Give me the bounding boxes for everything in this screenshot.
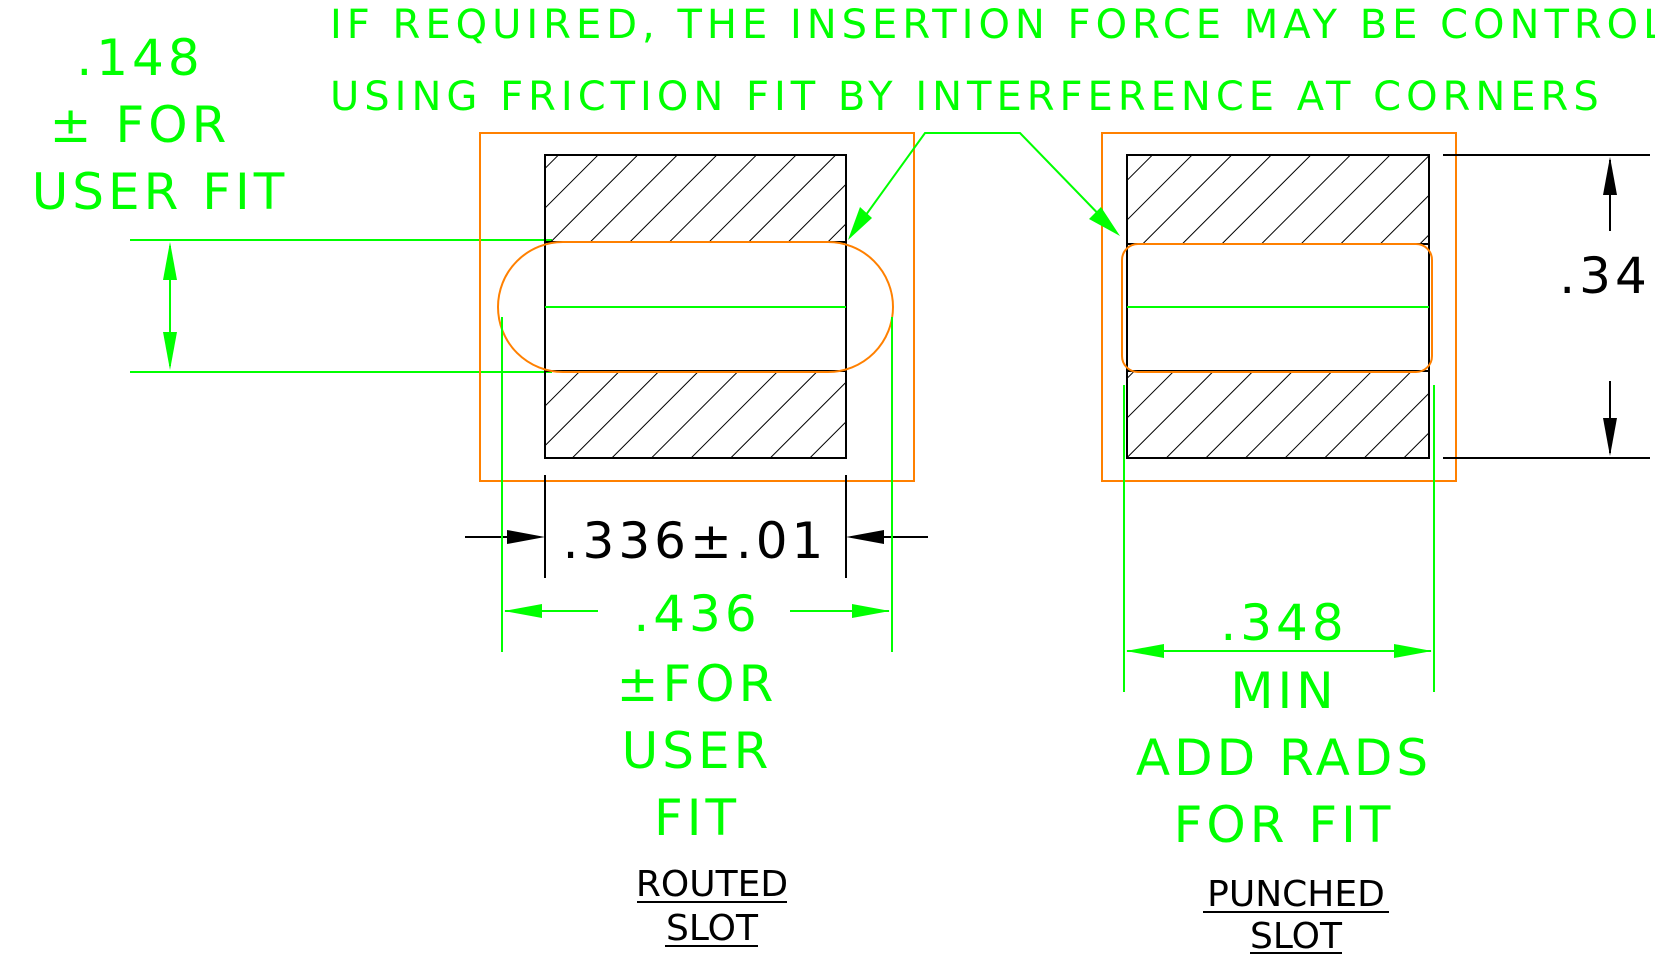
routed-outer-width-line3: USER xyxy=(622,722,773,780)
punched-slot-outline xyxy=(1121,243,1433,373)
arrow-up-icon xyxy=(1603,157,1617,195)
routed-outer-width-line4: FIT xyxy=(654,789,740,847)
arrow-up-icon xyxy=(163,242,177,280)
punched-caption: PUNCHED SLOT xyxy=(1203,874,1389,956)
routed-caption-line1: ROUTED xyxy=(636,864,788,905)
arrow-down-icon xyxy=(163,332,177,370)
routed-slot-outline xyxy=(497,241,894,373)
leader-arrow-left-icon xyxy=(848,207,872,240)
arrow-right-icon xyxy=(1394,644,1432,658)
punched-width-line4: FOR FIT xyxy=(1174,796,1395,854)
routed-slot-part xyxy=(479,132,915,482)
routed-outer-width-dimension: .436 ±FOR USER FIT xyxy=(501,317,893,847)
arrow-left-icon xyxy=(846,530,884,544)
routed-inner-width-value: .336±.01 xyxy=(563,512,828,570)
note-line-1: IF REQUIRED, THE INSERTION FORCE MAY BE … xyxy=(330,2,1655,48)
leader-arrows xyxy=(848,132,1120,240)
note-line-2: USING FRICTION FIT BY INTERFERENCE AT CO… xyxy=(330,74,1604,120)
punched-part-outline xyxy=(1101,132,1457,482)
height-148-line3: USER FIT xyxy=(32,163,289,221)
arrow-left-icon xyxy=(1126,644,1164,658)
height-dimension-148: .148 ± FOR USER FIT xyxy=(32,29,552,373)
punched-width-value: .348 xyxy=(1220,594,1347,652)
punched-height-value: .34 xyxy=(1559,247,1651,305)
routed-caption: ROUTED SLOT xyxy=(636,864,788,949)
punched-caption-line1: PUNCHED xyxy=(1207,874,1385,915)
arrow-right-icon xyxy=(852,604,890,618)
routed-inner-width-dimension: .336±.01 xyxy=(465,475,928,578)
routed-outer-width-line2: ±FOR xyxy=(617,655,778,713)
routed-outer-width-value: .436 xyxy=(633,585,760,643)
punched-width-dimension: .348 MIN ADD RADS FOR FIT xyxy=(1123,385,1435,854)
height-148-line2: ± FOR xyxy=(50,96,231,154)
punched-slot-part xyxy=(1101,132,1457,482)
height-148-value: .148 xyxy=(76,29,203,87)
routed-part-outline xyxy=(479,132,915,482)
arrow-right-icon xyxy=(507,530,545,544)
punched-caption-line2: SLOT xyxy=(1250,916,1343,956)
leader-arrow-right-icon xyxy=(1089,207,1120,236)
arrow-down-icon xyxy=(1603,418,1617,456)
punched-height-dimension: .34 xyxy=(1443,154,1651,459)
arrow-left-icon xyxy=(504,604,542,618)
routed-caption-line2: SLOT xyxy=(666,908,759,949)
punched-width-line2: MIN xyxy=(1230,662,1337,720)
punched-width-line3: ADD RADS xyxy=(1136,729,1432,787)
